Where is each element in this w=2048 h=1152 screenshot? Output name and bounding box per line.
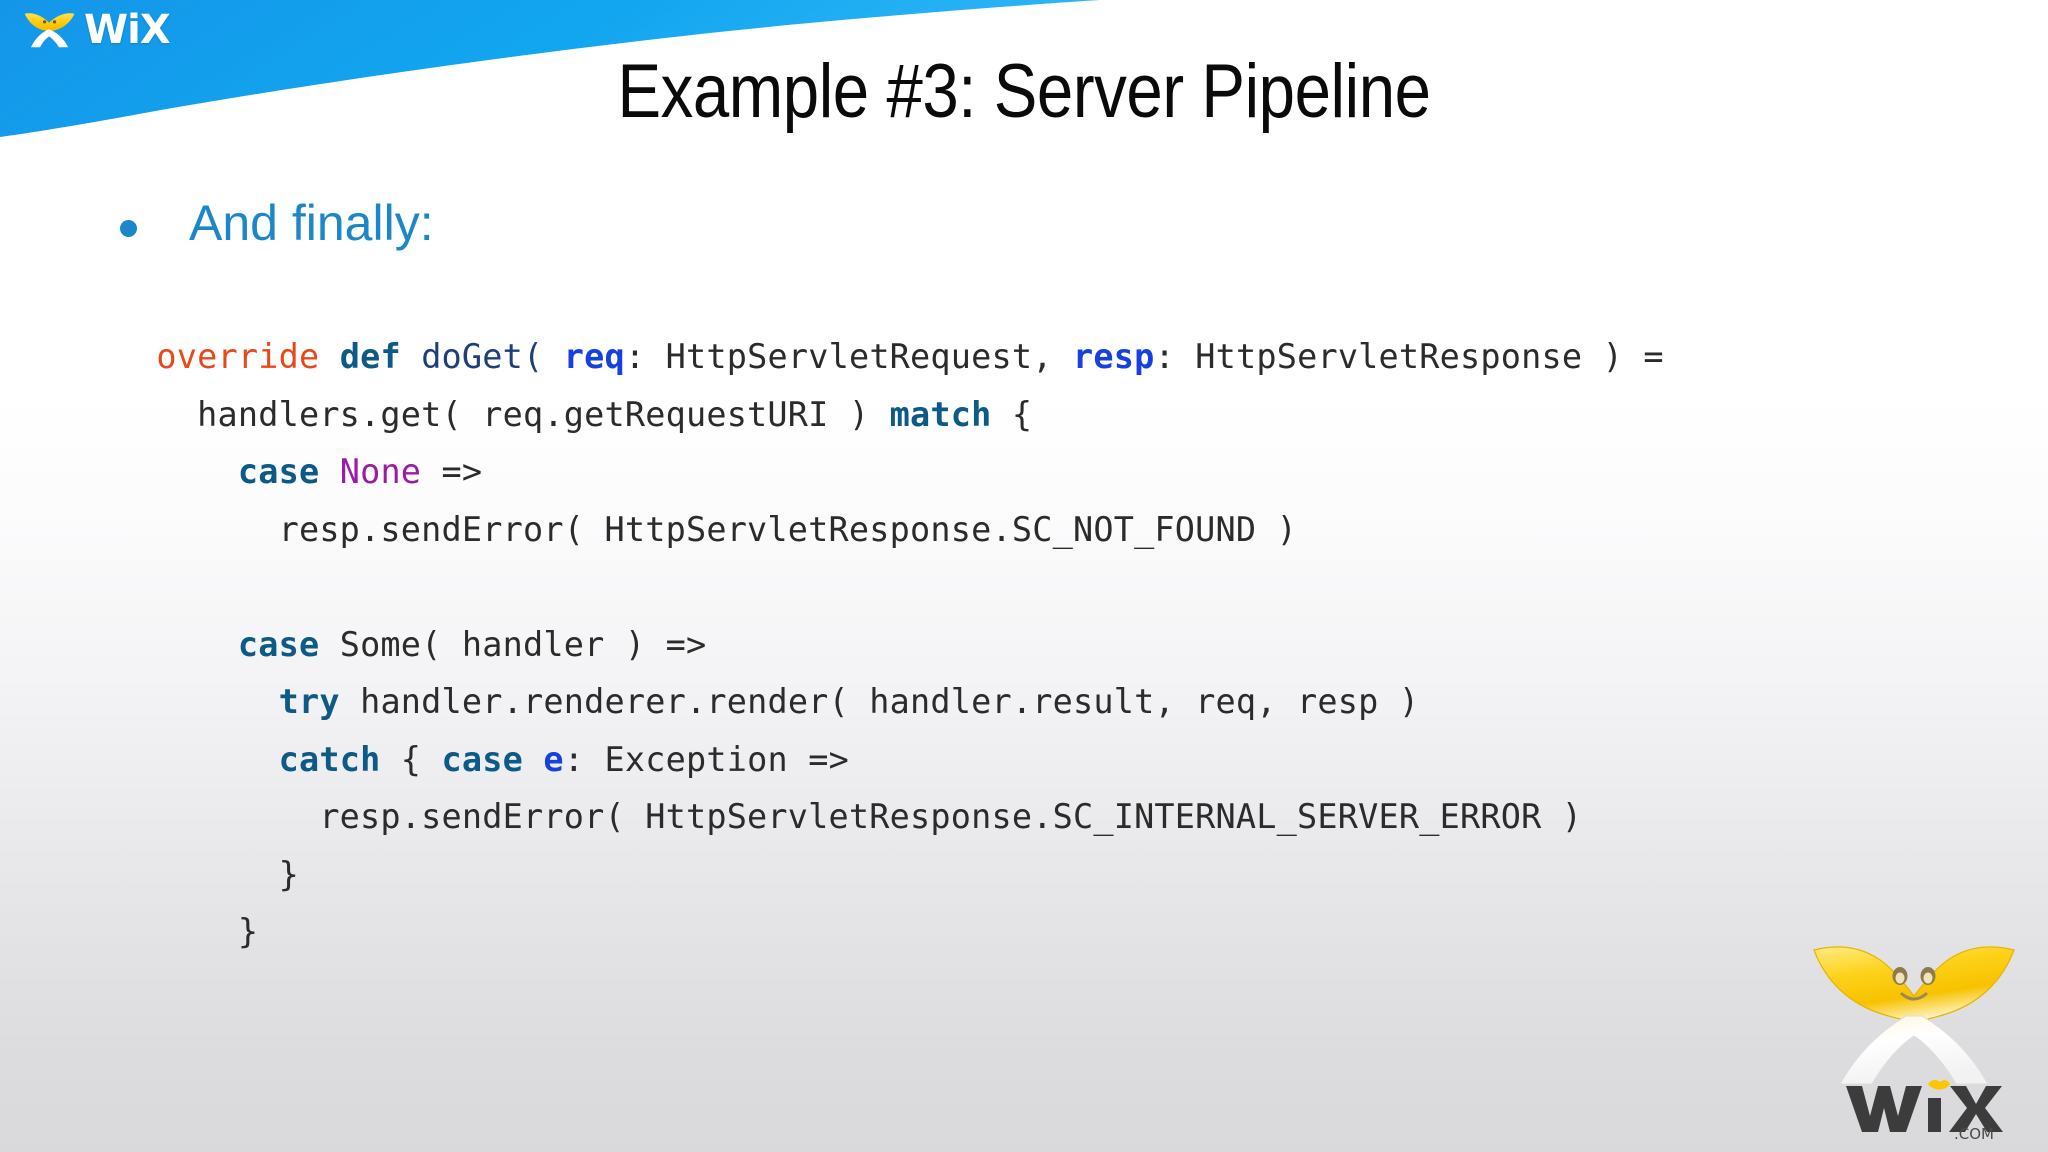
code-token-plain	[136, 625, 238, 664]
code-token-plain: resp.sendError( HttpServletResponse.SC_I…	[136, 797, 1583, 836]
code-token-plain	[136, 567, 156, 606]
bullet-dot-icon	[120, 220, 137, 237]
code-line: resp.sendError( HttpServletResponse.SC_N…	[136, 501, 1664, 559]
code-line: case None =>	[136, 443, 1664, 501]
code-token-plain: : Exception =>	[563, 739, 849, 779]
code-token-param: resp	[1073, 337, 1155, 376]
code-token-plain	[136, 682, 279, 721]
code-line: try handler.renderer.render( handler.res…	[136, 673, 1664, 731]
code-token-plain: Some( handler ) =>	[319, 624, 707, 664]
code-token-plain: {	[380, 739, 442, 779]
code-token-plain: }	[136, 854, 299, 894]
code-token-param: e	[543, 739, 564, 779]
code-line: }	[136, 846, 1664, 904]
footer-wordmark-shape	[1846, 1086, 2003, 1132]
code-token-plain: handler.renderer.render( handler.result,…	[339, 682, 1420, 721]
code-token-plain: }	[136, 912, 259, 951]
code-token-function: doGet(	[421, 337, 544, 376]
code-line: }	[136, 903, 1664, 961]
code-token-keyword: try	[278, 682, 340, 721]
code-token-plain: : HttpServletResponse ) =	[1154, 337, 1664, 376]
banner-wordmark: WiX	[84, 7, 171, 53]
code-line: case Some( handler ) =>	[136, 616, 1664, 674]
code-token-keyword: match	[889, 394, 992, 434]
wix-com-logo-icon: .COM	[1813, 946, 2015, 1142]
code-token-plain: resp.sendError( HttpServletResponse.SC_N…	[136, 509, 1298, 549]
page-title: Example #3: Server Pipeline	[617, 49, 1431, 134]
code-token-override: override	[156, 337, 320, 376]
code-token-plain	[136, 740, 279, 779]
code-line: handlers.get( req.getRequestURI ) match …	[136, 386, 1664, 444]
code-block: override def doGet( req: HttpServletRequ…	[136, 328, 1664, 961]
code-token-plain: handlers.get( req.getRequestURI )	[136, 394, 890, 434]
bullet-list-item: And finally:	[120, 195, 434, 253]
code-line: resp.sendError( HttpServletResponse.SC_I…	[136, 788, 1664, 846]
code-token-plain: {	[991, 394, 1033, 434]
code-token-plain	[319, 452, 339, 491]
code-token-keyword: def	[339, 337, 401, 376]
code-token-keyword: catch	[278, 739, 381, 779]
code-token-keyword: case	[237, 624, 320, 664]
code-token-plain	[543, 337, 563, 376]
code-line: catch { case e: Exception =>	[136, 731, 1664, 789]
code-line	[136, 558, 1664, 616]
code-token-object: None	[339, 452, 422, 491]
bullet-text: And finally:	[189, 195, 434, 251]
footer-logo: .COM	[1806, 936, 2022, 1142]
code-token-param: req	[563, 337, 625, 376]
code-token-plain: : HttpServletRequest,	[624, 337, 1074, 376]
code-token-plain	[136, 452, 238, 491]
code-token-plain	[401, 337, 421, 376]
wix-star-icon	[24, 13, 75, 48]
code-token-plain	[136, 337, 156, 376]
code-token-keyword: case	[441, 739, 524, 779]
code-token-plain: =>	[421, 452, 483, 491]
code-token-plain	[319, 337, 339, 376]
code-token-plain	[523, 740, 543, 779]
code-line: override def doGet( req: HttpServletRequ…	[136, 328, 1664, 386]
footer-suffix-text: .COM	[1954, 1125, 1994, 1142]
code-token-keyword: case	[237, 452, 320, 491]
